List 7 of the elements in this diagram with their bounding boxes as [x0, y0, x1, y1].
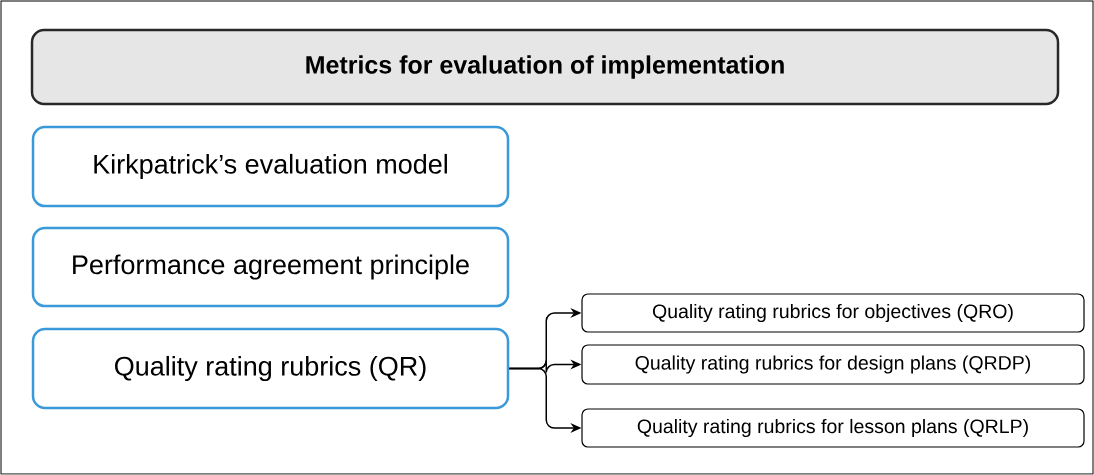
rubric-box: Quality rating rubrics for design plans (QRDP) — [581, 344, 1085, 385]
method-box: Performance agreement principle — [31, 226, 510, 308]
rubric-box: Quality rating rubrics for objectives (QRO) — [581, 293, 1085, 333]
rubric-box: Quality rating rubrics for lesson plans (QRLP) — [581, 408, 1085, 448]
method-box: Quality rating rubrics (QR) — [31, 327, 510, 410]
method-box: Kirkpatrick’s evaluation model — [31, 125, 510, 208]
title-box: Metrics for evaluation of implementation — [30, 28, 1060, 106]
